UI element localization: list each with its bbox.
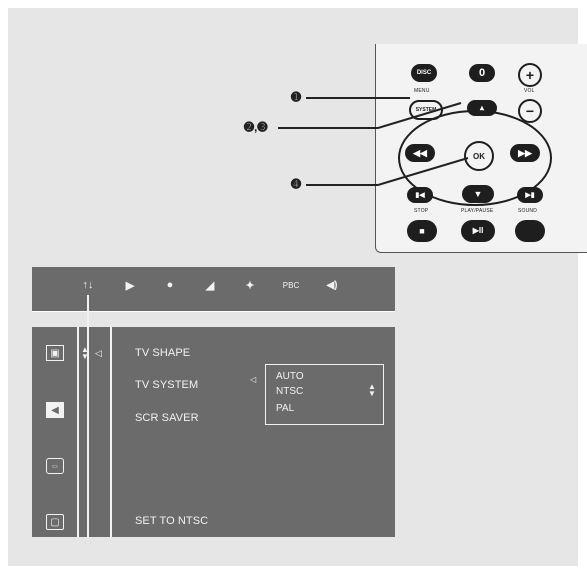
callout-4: ➍	[291, 177, 302, 191]
play-icon[interactable]: ▶	[125, 279, 135, 292]
menu-column-divider	[110, 327, 112, 537]
stop-button[interactable]: ■	[407, 220, 437, 242]
navigation-ring	[398, 110, 552, 206]
volume-up-button[interactable]: +	[518, 63, 542, 87]
menu-item-tv-shape[interactable]: TV SHAPE	[135, 347, 191, 359]
next-icon: ▶▮	[525, 191, 535, 199]
fast-forward-button[interactable]: ▶▶	[510, 144, 540, 162]
zero-button[interactable]: 0	[469, 64, 495, 82]
left-arrow-icon: ◁	[95, 348, 102, 358]
menu-item-tv-system[interactable]: TV SYSTEM	[135, 379, 199, 391]
volume-down-button[interactable]: −	[518, 99, 542, 123]
osd-top-divider	[32, 311, 395, 312]
fast-forward-icon: ▶▶	[518, 147, 532, 158]
program-icon[interactable]: ✦	[245, 279, 255, 292]
play-pause-label: PLAY/PAUSE	[461, 208, 494, 214]
vol-label: VOL	[524, 88, 535, 94]
speaker-icon[interactable]: ◀	[46, 402, 64, 418]
stop-icon: ■	[419, 225, 425, 236]
down-button[interactable]: ▼	[462, 185, 494, 203]
rewind-button[interactable]: ◀◀	[405, 144, 435, 162]
rewind-icon: ◀◀	[413, 147, 427, 158]
scroll-updown-icon: ▲▼	[81, 345, 89, 361]
tv-system-submenu: AUTO NTSC PAL ▲▼	[265, 364, 384, 425]
remote-control: DISC 0 + MENU VOL SYSTEM ▲ − ◀◀ OK ▶▶ ▮◀…	[375, 44, 587, 253]
menu-item-scr-saver[interactable]: SCR SAVER	[135, 412, 199, 424]
option-pal[interactable]: PAL	[276, 403, 295, 414]
osd-main-area	[32, 327, 395, 537]
sound-button[interactable]	[515, 220, 545, 242]
callout-1: ➊	[291, 90, 302, 104]
pbc-icon[interactable]: PBC	[282, 280, 300, 290]
callout-lines	[278, 97, 469, 186]
ok-button[interactable]: OK	[464, 141, 494, 171]
menu-label: MENU	[414, 88, 430, 94]
previous-icon: ▮◀	[415, 191, 425, 199]
previous-button[interactable]: ▮◀	[407, 187, 433, 203]
submenu-scroll-icon: ▲▼	[368, 382, 376, 398]
up-arrow-icon: ▲	[477, 102, 487, 113]
play-pause-icon: ▶II	[472, 226, 484, 235]
status-message: SET TO NTSC	[135, 515, 209, 527]
system-menu-button[interactable]: SYSTEM	[409, 100, 443, 120]
tv-icon[interactable]: ▣	[46, 345, 64, 361]
callout-2-3: ➋,➌	[244, 120, 268, 134]
illustration-panel: DISC 0 + MENU VOL SYSTEM ▲ − ◀◀ OK ▶▶ ▮◀…	[8, 8, 587, 566]
next-button[interactable]: ▶▮	[517, 187, 543, 203]
audio-icon[interactable]: ◀)	[326, 279, 338, 291]
option-auto[interactable]: AUTO	[276, 371, 304, 382]
selection-indicator-line	[87, 295, 89, 537]
disc-button[interactable]: DISC	[411, 64, 437, 82]
osd-top-bar	[32, 267, 395, 311]
tv-set-icon[interactable]: ▢	[46, 514, 64, 530]
zoom-icon[interactable]: ●	[166, 279, 174, 291]
down-arrow-icon: ▼	[473, 188, 483, 199]
left-column-divider	[77, 327, 79, 537]
angle-icon[interactable]: ◢	[205, 279, 215, 292]
submenu-arrow-icon: ◁	[250, 375, 257, 384]
osd-menu: ↑↓ ▶ ● ◢ ✦ PBC ◀) ▣ ◀ ▭ ▢ ▲▼ ◁ TV SHAPE …	[32, 267, 395, 537]
play-pause-button[interactable]: ▶II	[461, 220, 495, 242]
stop-label: STOP	[414, 208, 429, 214]
disc-icon[interactable]: ▭	[46, 458, 64, 474]
settings-icon[interactable]: ↑↓	[82, 279, 94, 291]
option-ntsc[interactable]: NTSC	[276, 386, 304, 397]
sound-label: SOUND	[518, 208, 538, 214]
